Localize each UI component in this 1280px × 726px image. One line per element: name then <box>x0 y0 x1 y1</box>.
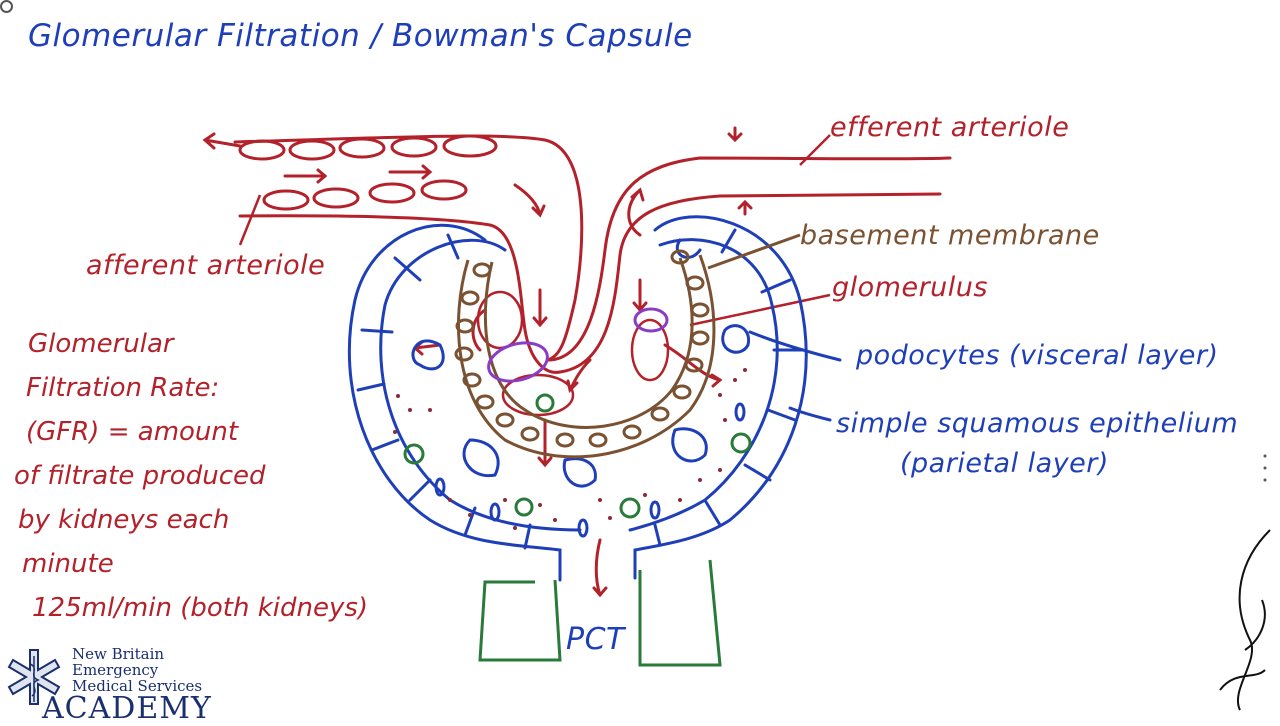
ellipsis-icon <box>1263 454 1267 482</box>
label-efferent-arteriole: efferent arteriole <box>830 112 1070 143</box>
parietal-layer <box>347 215 842 582</box>
gfr-line: (GFR) = amount <box>26 417 239 447</box>
ems-star-of-life-logo <box>7 649 61 705</box>
gfr-line: by kidneys each <box>18 505 230 535</box>
label-pct: PCT <box>566 622 625 657</box>
page-title: Glomerular Filtration / Bowman's Capsule <box>28 18 693 54</box>
label-simple-squamous: simple squamous epithelium <box>836 408 1239 439</box>
artist-signature <box>1219 529 1271 711</box>
label-basement-membrane: basement membrane <box>800 220 1100 251</box>
label-glomerulus: glomerulus <box>832 272 988 303</box>
label-afferent-arteriole: afferent arteriole <box>86 250 326 281</box>
bullet-icon <box>0 0 13 13</box>
membrane-cells <box>454 249 710 448</box>
green-molecules <box>403 393 752 519</box>
logo-line: Emergency <box>72 661 159 679</box>
gfr-line: Glomerular <box>28 329 174 359</box>
logo-line: ACADEMY <box>42 691 212 726</box>
logo-line: Medical Services <box>72 677 203 695</box>
gfr-notes: Glomerular Filtration Rate: (GFR) = amou… <box>14 322 368 630</box>
label-podocytes: podocytes (visceral layer) <box>856 340 1219 371</box>
gfr-line: minute <box>22 549 114 579</box>
filtrate-dots <box>393 368 747 530</box>
academy-logo-text: New Britain Emergency Medical Services A… <box>42 645 212 724</box>
gfr-line: Filtration Rate: <box>26 373 220 403</box>
pct-tubule <box>478 559 722 667</box>
gfr-line: 125ml/min (both kidneys) <box>32 593 369 623</box>
gfr-line: of filtrate produced <box>14 461 266 491</box>
purple-molecules <box>487 307 669 383</box>
basement-membrane <box>454 233 801 459</box>
logo-line: New Britain <box>72 645 165 663</box>
label-parietal-layer: (parietal layer) <box>900 448 1109 479</box>
